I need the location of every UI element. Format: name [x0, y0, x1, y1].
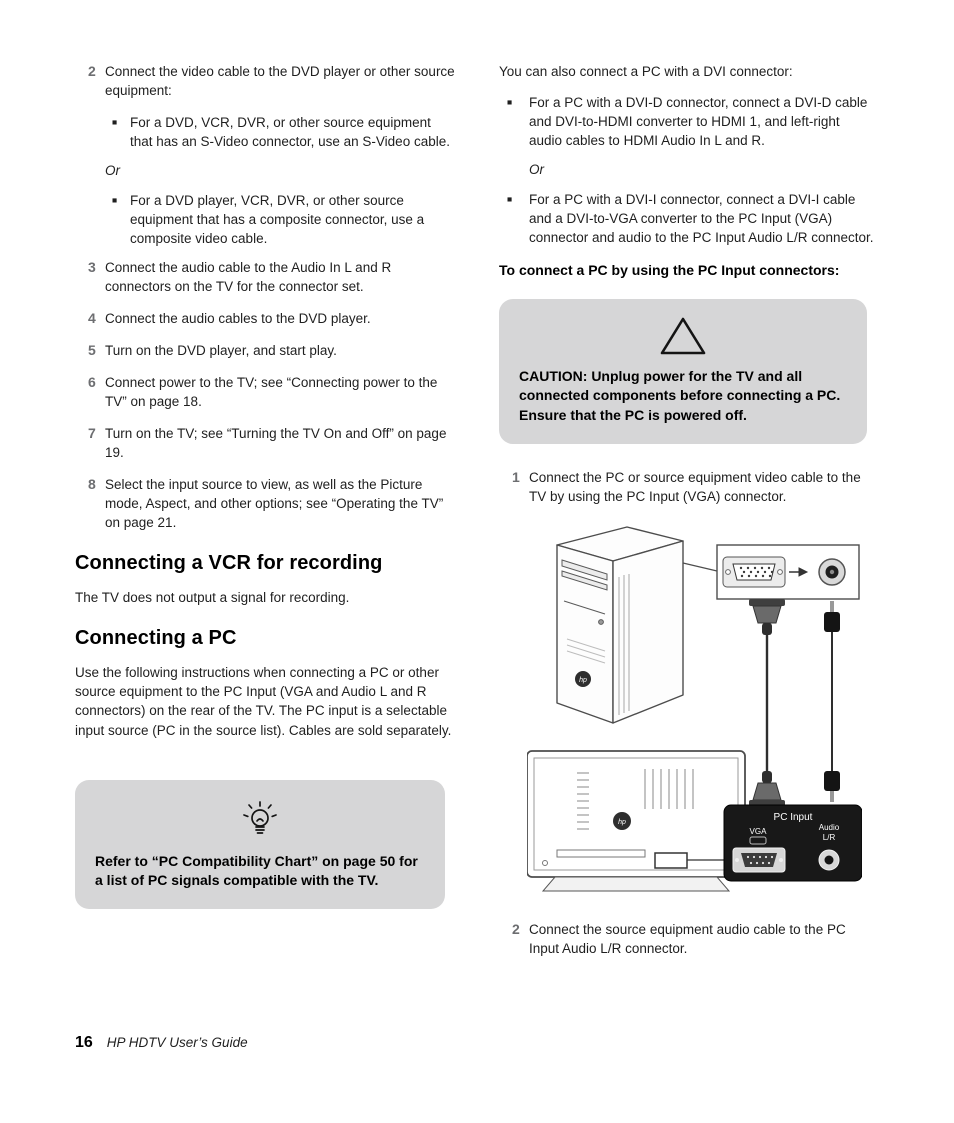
or-separator: Or — [105, 163, 120, 178]
step-number: 1 — [512, 468, 520, 485]
step-number: 2 — [512, 920, 520, 937]
step-text: Connect the audio cables to the DVD play… — [105, 311, 371, 326]
bullet-text: For a DVD, VCR, DVR, or other source equ… — [130, 115, 450, 149]
square-bullet-icon: ■ — [507, 97, 513, 108]
vcr-paragraph: The TV does not output a signal for reco… — [75, 590, 350, 605]
caution-text: CAUTION: Unplug power for the TV and all… — [519, 367, 841, 423]
heading-connecting-vcr: Connecting a VCR for recording — [75, 552, 383, 574]
audio-plug-top — [824, 600, 840, 632]
tip-text: Refer to “PC Compatibility Chart” on pag… — [95, 852, 418, 889]
pc-input-subheading: To connect a PC by using the PC Input co… — [499, 262, 840, 279]
tip-box: Refer to “PC Compatibility Chart” on pag… — [75, 779, 445, 909]
vga-port-graphic — [722, 556, 786, 588]
caution-box: CAUTION: Unplug power for the TV and all… — [499, 298, 867, 444]
step-6: 6 Connect power to the TV; see “Connecti… — [75, 373, 457, 411]
pc-input-panel-title: PC Input — [774, 812, 813, 823]
page-number: 16 — [75, 1034, 93, 1051]
bullet-text: For a PC with a DVI-I connector, connect… — [529, 192, 874, 246]
pc-hp-logo-text: hp — [579, 677, 587, 684]
step-number: 4 — [88, 310, 96, 326]
pc-step-2: 2 Connect the source equipment audio cab… — [499, 920, 874, 958]
heading-connecting-pc: Connecting a PC — [75, 627, 237, 650]
step-text: Turn on the TV; see “Turning the TV On a… — [105, 426, 447, 460]
arrow-icon — [789, 566, 809, 577]
composite-bullet: ■ For a DVD player, VCR, DVR, or other s… — [112, 191, 457, 248]
step-5: 5 Turn on the DVD player, and start play… — [75, 341, 457, 360]
audio-jack-graphic — [818, 557, 846, 586]
tv-hp-logo-text: hp — [618, 819, 626, 826]
audio-plug-bottom — [824, 770, 840, 802]
step-number: 7 — [88, 425, 96, 441]
lightbulb-icon — [95, 796, 425, 842]
svideo-bullet: ■ For a DVD, VCR, DVR, or other source e… — [112, 113, 457, 151]
step-number: 8 — [88, 476, 96, 492]
square-bullet-icon: ■ — [507, 194, 513, 205]
audio-port-label-line1: Audio — [819, 823, 840, 832]
step-text: Connect the PC or source equipment video… — [529, 469, 861, 504]
vga-cable-connector-bottom — [749, 770, 785, 807]
step-text: Connect power to the TV; see “Connecting… — [105, 375, 438, 409]
step-4: 4 Connect the audio cables to the DVD pl… — [75, 309, 457, 328]
pc-connection-diagram: hp — [526, 519, 874, 904]
warning-triangle-icon — [519, 315, 847, 357]
bullet-text: For a DVD player, VCR, DVR, or other sou… — [130, 193, 425, 246]
audio-port-label-line2: L/R — [823, 833, 836, 842]
panel-vga-port-graphic — [732, 847, 786, 873]
diagram-svg: hp — [526, 525, 863, 892]
vga-symbol-icon — [749, 836, 767, 845]
panel-audio-jack-graphic — [818, 849, 840, 871]
step-3: 3 Connect the audio cable to the Audio I… — [75, 258, 457, 296]
step-text: Connect the video cable to the DVD playe… — [105, 64, 455, 98]
square-bullet-icon: ■ — [112, 195, 118, 205]
dvid-bullet: ■ For a PC with a DVI-D connector, conne… — [507, 93, 874, 150]
tv-rear-panel: hp — [526, 749, 746, 892]
step-7: 7 Turn on the TV; see “Turning the TV On… — [75, 424, 457, 462]
guide-title: HP HDTV User’s Guide — [106, 1035, 248, 1050]
pc-input-panel: PC Input VGA Audio L/R — [723, 804, 863, 882]
or-separator: Or — [529, 162, 544, 178]
vga-cable-connector-top — [749, 598, 785, 635]
step-number: 5 — [88, 342, 96, 358]
step-8: 8 Select the input source to view, as we… — [75, 475, 457, 532]
dvii-bullet: ■ For a PC with a DVI-I connector, conne… — [507, 190, 874, 247]
bullet-text: For a PC with a DVI-D connector, connect… — [529, 95, 868, 149]
dvi-intro: You can also connect a PC with a DVI con… — [499, 64, 793, 79]
step-number: 6 — [88, 374, 96, 390]
step-text: Connect the audio cable to the Audio In … — [105, 260, 392, 294]
step-number: 3 — [88, 259, 96, 275]
pc-tower-details — [561, 558, 630, 715]
step-text: Connect the source equipment audio cable… — [529, 921, 846, 956]
step-2: 2 Connect the video cable to the DVD pla… — [75, 62, 457, 100]
tv-hp-logo — [613, 811, 631, 830]
vga-port-label: VGA — [750, 827, 768, 836]
callout-leader-line — [682, 561, 718, 572]
step-text: Turn on the DVD player, and start play. — [105, 343, 337, 358]
right-column: You can also connect a PC with a DVI con… — [499, 60, 874, 971]
page-footer: 16 HP HDTV User’s Guide — [75, 1034, 248, 1052]
left-column: 2 Connect the video cable to the DVD pla… — [75, 60, 457, 909]
square-bullet-icon: ■ — [112, 117, 118, 127]
pc-tower — [556, 525, 684, 724]
step-number: 2 — [88, 63, 96, 79]
pc-input-location-box — [654, 851, 688, 869]
pc-paragraph: Use the following instructions when conn… — [75, 665, 452, 738]
step-text: Select the input source to view, as well… — [105, 477, 444, 530]
pc-step-1: 1 Connect the PC or source equipment vid… — [499, 468, 874, 506]
pc-hp-logo — [575, 670, 591, 687]
